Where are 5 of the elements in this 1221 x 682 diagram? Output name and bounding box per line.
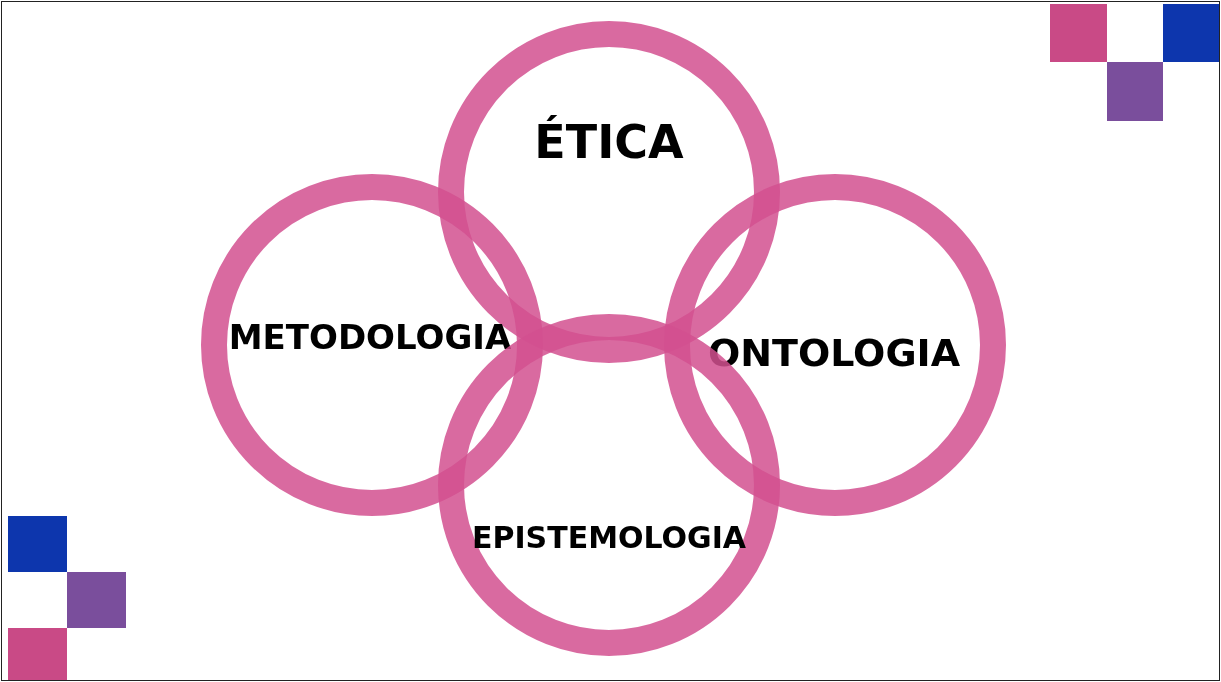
ring-label: METODOLOGIA: [228, 320, 512, 354]
ring-label: ONTOLOGIA: [707, 334, 961, 372]
ring: [201, 174, 543, 516]
ring: [664, 174, 1006, 516]
ring-label: EPISTEMOLOGIA: [471, 523, 747, 553]
